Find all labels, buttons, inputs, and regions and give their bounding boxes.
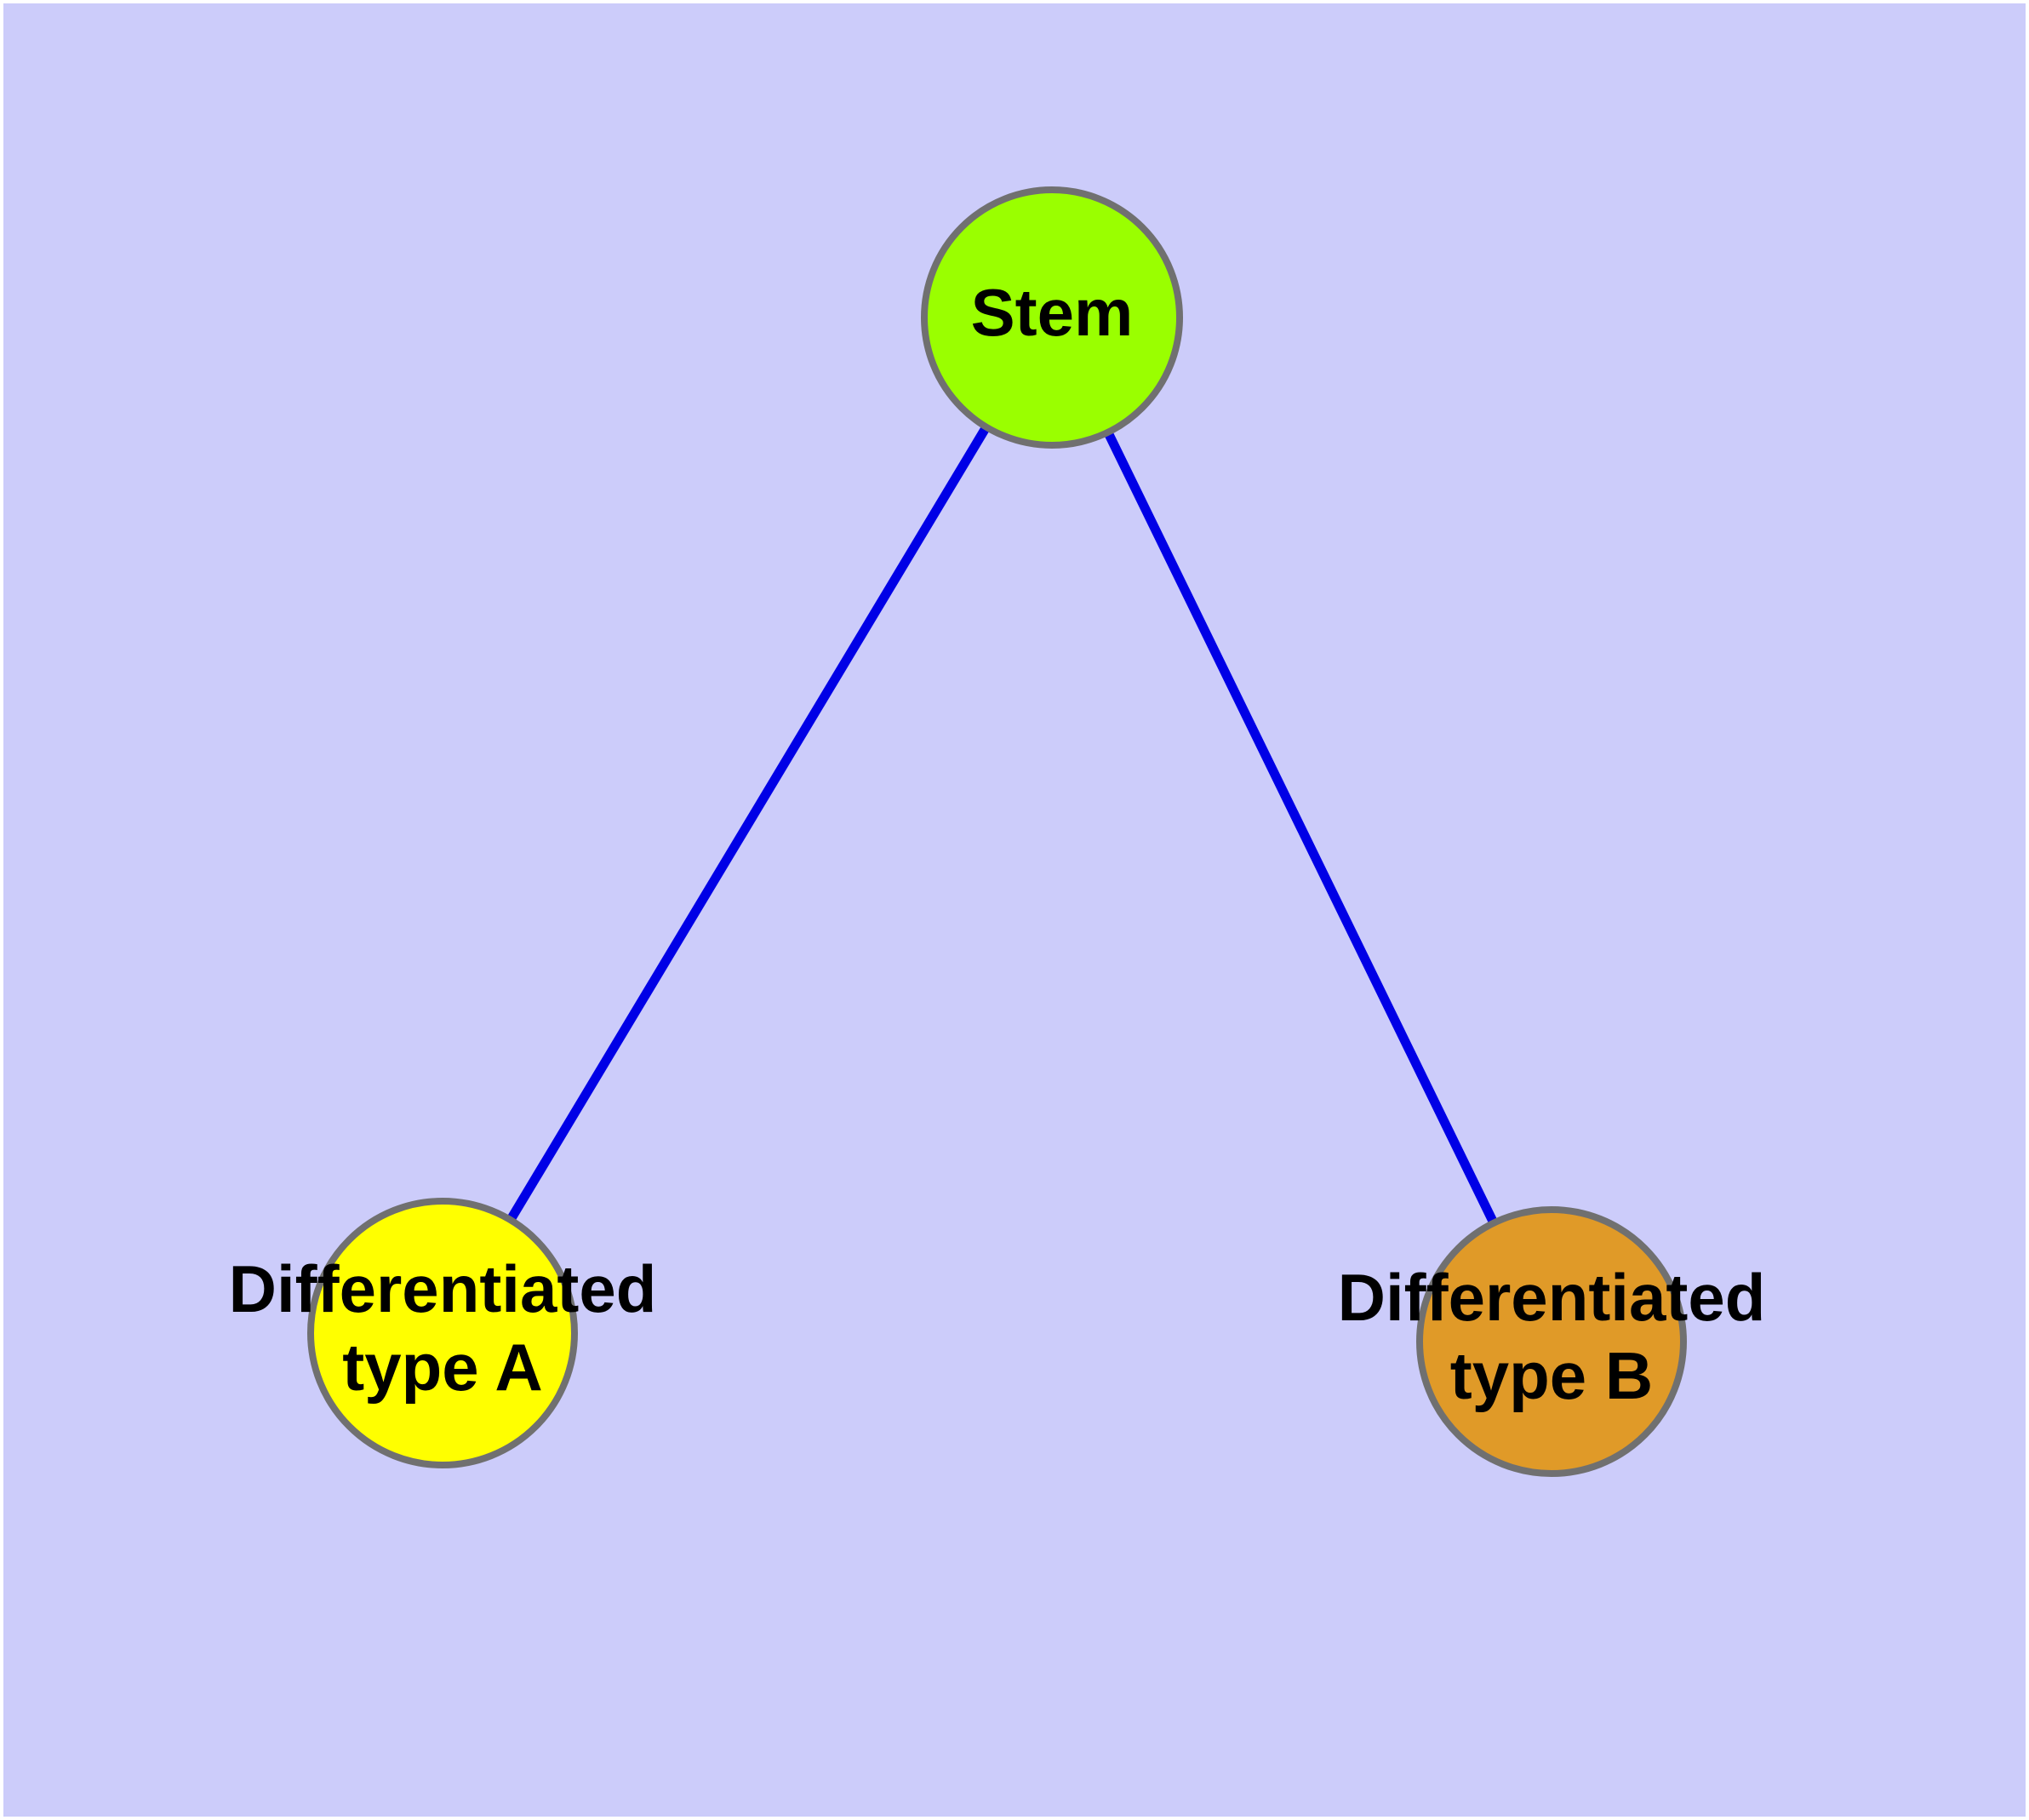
graph-edge-stem-to-b	[1103, 430, 1498, 1226]
graph-edge-stem-to-a	[506, 424, 991, 1222]
node-circle-diff_a[interactable]	[307, 1198, 578, 1468]
node-circle-stem[interactable]	[921, 186, 1183, 449]
node-label-line: type A	[342, 1330, 543, 1405]
edges-layer	[506, 424, 1498, 1226]
node-circle-diff_b[interactable]	[1416, 1206, 1687, 1477]
node-label-line: Differentiated	[1338, 1260, 1766, 1335]
node-label-line: Differentiated	[229, 1251, 657, 1326]
node-label-line: type B	[1450, 1338, 1653, 1413]
graph-node-stem[interactable]: Stem	[921, 186, 1183, 449]
node-label-line: Stem	[971, 275, 1134, 350]
node-label-stem: Stem	[971, 275, 1134, 350]
